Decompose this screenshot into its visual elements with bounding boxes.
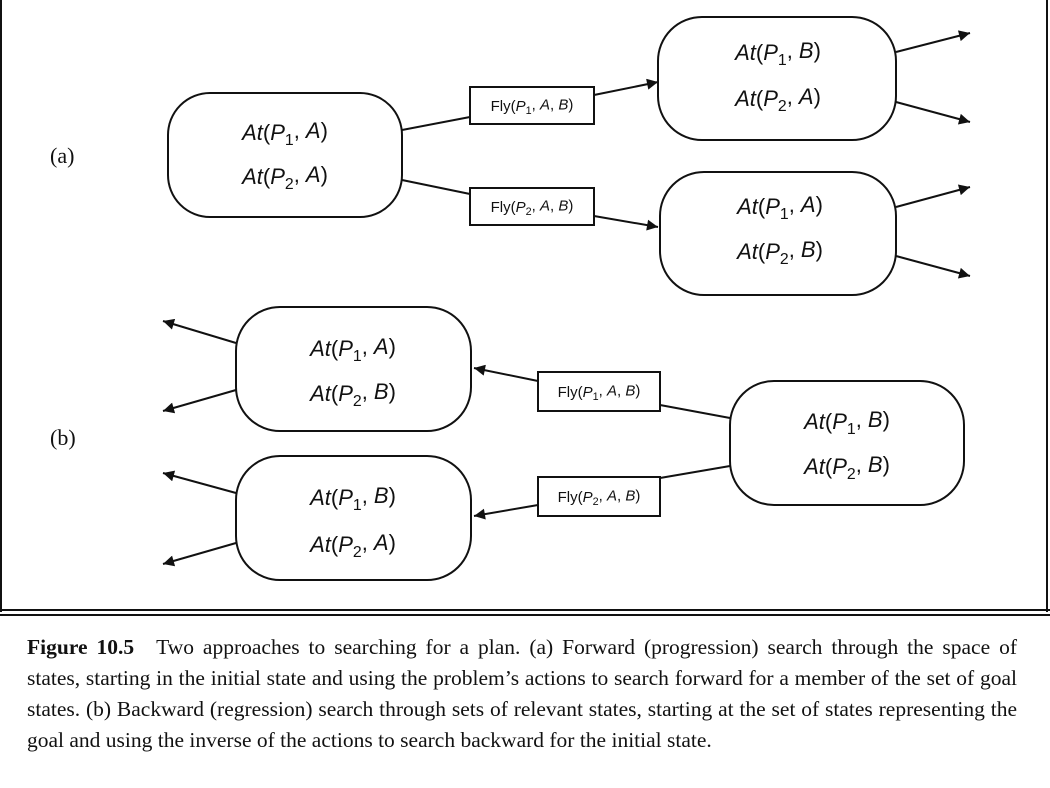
arrow-b-action2-to-predecessor2	[473, 504, 539, 520]
arrow-b-predecessor1-out-down	[162, 389, 237, 414]
action-a-fly1-label: Fly(P1​, A, B)	[491, 97, 574, 118]
state-a-successor1: At(P1​, B) At(P2​, A)	[657, 16, 897, 141]
state-a-successor1-line1: At(P1​, B)	[733, 38, 821, 69]
arrow-b-predecessor2-out-up	[162, 470, 237, 494]
state-b-goal-line1: At(P1​, B)	[802, 407, 890, 438]
state-a-successor2-line2: At(P2​, B)	[735, 237, 823, 268]
action-b-fly1-label: Fly(P1​, A, B)	[558, 383, 641, 404]
edge-b-goal-to-action1	[659, 404, 731, 419]
state-b-predecessor1: At(P1​, A) At(P2​, B)	[235, 306, 472, 432]
state-b-goal-line2: At(P2​, B)	[802, 452, 890, 483]
action-b-fly2-label: Fly(P2​, A, B)	[558, 488, 641, 509]
action-b-fly2: Fly(P2​, A, B)	[537, 476, 661, 517]
panel-b-label: (b)	[50, 425, 76, 450]
arrow-b-action1-to-predecessor1	[473, 364, 539, 382]
figure-caption-text: Two approaches to searching for a plan. …	[27, 635, 1017, 752]
arrow-a-target1-out-down	[895, 101, 971, 125]
action-a-fly2: Fly(P2​, A, B)	[469, 187, 595, 226]
panel-a-label: (a)	[50, 143, 74, 168]
arrow-a-action2-to-target2	[593, 215, 659, 231]
action-a-fly1: Fly(P1​, A, B)	[469, 86, 595, 125]
arrow-a-target2-out-down	[895, 255, 971, 279]
action-a-fly2-label: Fly(P2​, A, B)	[491, 198, 574, 219]
arrow-a-action1-to-target1	[593, 78, 659, 96]
arrow-a-target1-out-up	[895, 30, 971, 53]
arrow-a-target2-out-up	[895, 184, 971, 208]
state-b-goal: At(P1​, B) At(P2​, B)	[729, 380, 965, 506]
arrow-b-predecessor2-out-down	[162, 542, 237, 567]
action-b-fly1: Fly(P1​, A, B)	[537, 371, 661, 412]
figure-caption-label: Figure 10.5	[27, 635, 135, 659]
edge-b-goal-to-action2	[659, 465, 731, 479]
state-b-predecessor2: At(P1​, B) At(P2​, A)	[235, 455, 472, 581]
arrow-b-predecessor1-out-up	[162, 318, 237, 344]
edge-a-source-to-action1	[401, 116, 471, 131]
state-a-initial: At(P1​, A) At(P2​, A)	[167, 92, 403, 218]
state-a-successor2: At(P1​, A) At(P2​, B)	[659, 171, 897, 296]
state-b-predecessor2-line2: At(P2​, A)	[308, 530, 396, 561]
edge-a-source-to-action2	[401, 179, 471, 195]
